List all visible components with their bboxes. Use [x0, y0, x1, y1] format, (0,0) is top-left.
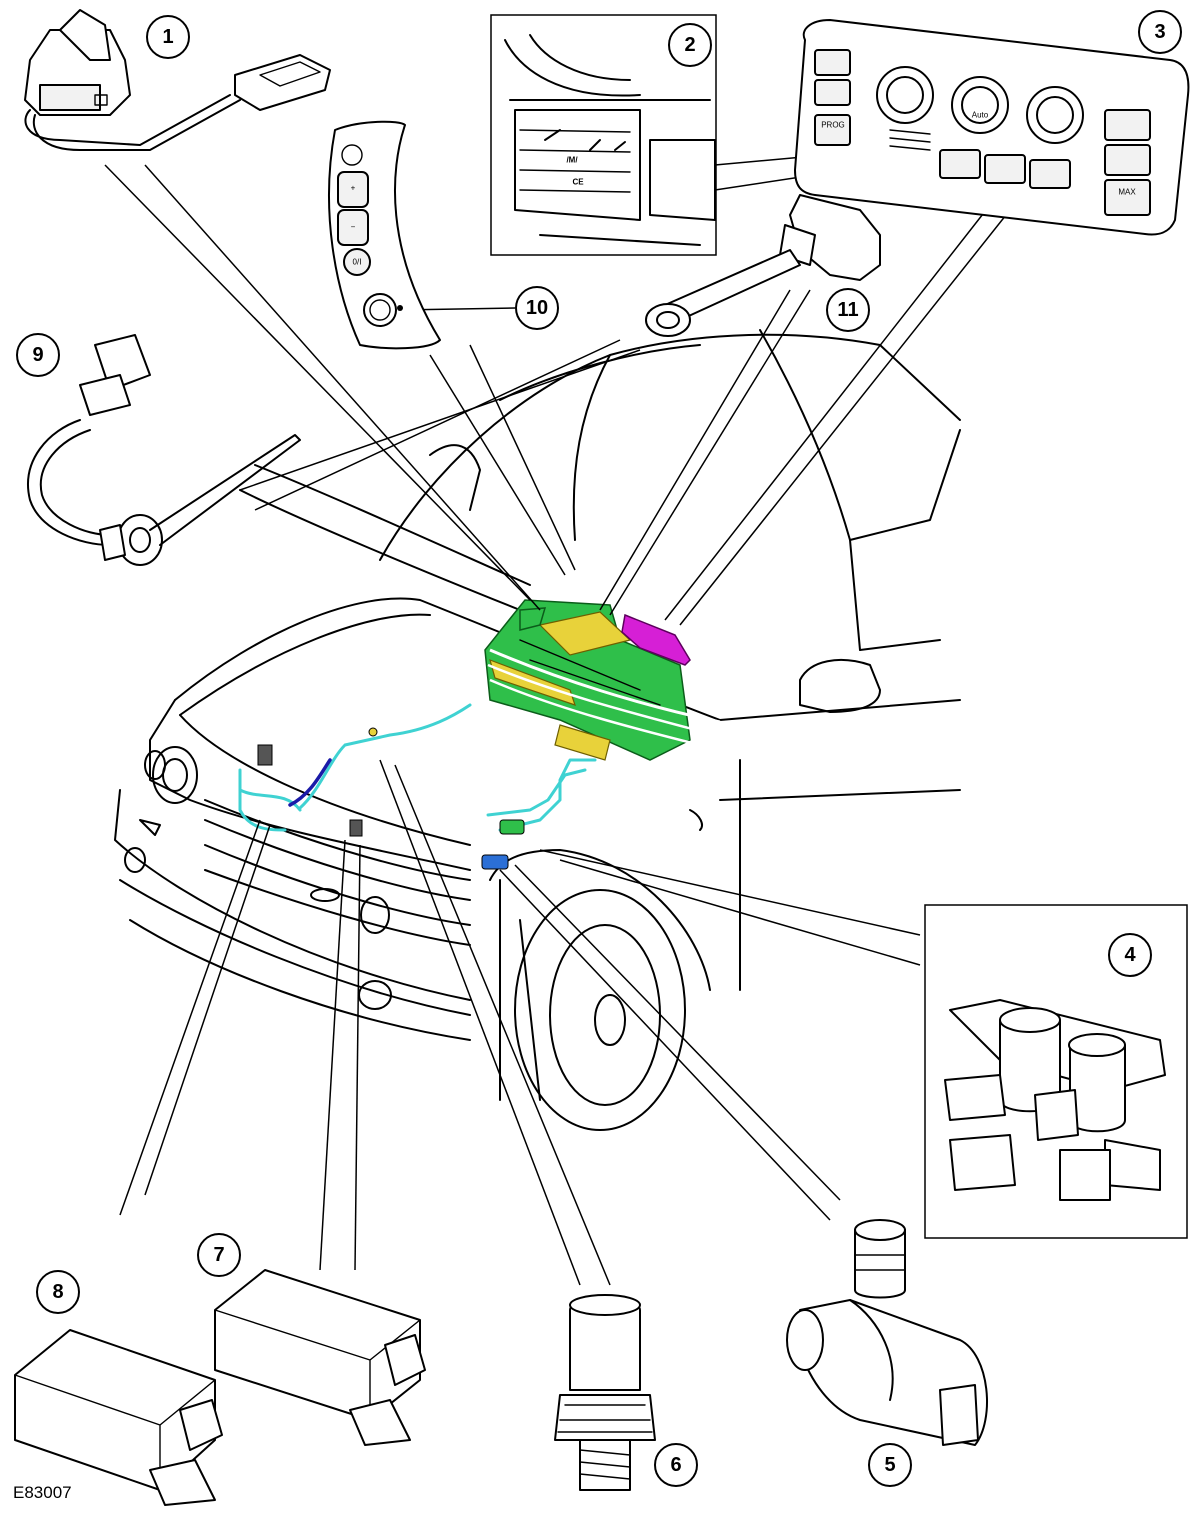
climate-control-module	[621, 613, 691, 666]
coolant-pipes	[238, 703, 597, 870]
part-11-sensor-with-bracket	[645, 194, 881, 337]
panel-max-label: MAX	[1118, 188, 1136, 197]
leader-lines	[104, 149, 1011, 1286]
reference-code: E83007	[13, 1483, 72, 1502]
svg-text:3: 3	[1154, 21, 1165, 43]
part-10-steering-wheel-switch-pack: + − 0/I	[328, 120, 441, 350]
switch-power-label: 0/I	[353, 258, 362, 267]
switch-minus-label: −	[351, 223, 356, 232]
hvac-unit-assembly	[484, 599, 721, 761]
part-9-temperature-sensor-probe	[27, 334, 301, 566]
callout-9: 9	[16, 333, 60, 377]
part-6-refrigerant-pressure-sensor	[554, 1294, 656, 1491]
svg-text:/M/: /M/	[566, 156, 578, 165]
callout-5: 5	[868, 1443, 912, 1487]
callout-10: 10	[515, 286, 559, 330]
svg-text:5: 5	[884, 1454, 895, 1476]
svg-text:4: 4	[1124, 944, 1136, 966]
part-7-control-module	[214, 1269, 426, 1446]
callout-1: 1	[146, 15, 190, 59]
callout-11: 11	[826, 288, 870, 332]
panel-auto-label: Auto	[972, 111, 989, 120]
part-4-heater-valve	[924, 904, 1188, 1239]
callout-6: 6	[654, 1443, 698, 1487]
callout-2: 2	[668, 23, 712, 67]
svg-text:10: 10	[526, 297, 548, 319]
svg-text:1: 1	[162, 26, 173, 48]
callout-7: 7	[197, 1233, 241, 1277]
svg-text:7: 7	[213, 1244, 224, 1266]
panel-prog-label: PROG	[821, 121, 845, 130]
svg-text:8: 8	[52, 1281, 63, 1303]
callout-3: 3	[1138, 10, 1182, 54]
vehicle-outline	[114, 329, 961, 1131]
svg-text:6: 6	[670, 1454, 681, 1476]
callout-4: 4	[1108, 933, 1152, 977]
part-1-sensor-with-harness	[24, 9, 331, 151]
switch-plus-label: +	[351, 184, 356, 193]
svg-text:2: 2	[684, 34, 695, 56]
svg-text:11: 11	[837, 299, 858, 321]
svg-text:CE: CE	[572, 178, 584, 187]
part-3-climate-control-panel: PROG Auto MAX	[794, 19, 1190, 236]
callout-8: 8	[36, 1270, 80, 1314]
svg-text:9: 9	[32, 344, 43, 366]
part-5-auxiliary-coolant-pump	[786, 1219, 988, 1446]
part-8-control-module	[14, 1329, 223, 1506]
